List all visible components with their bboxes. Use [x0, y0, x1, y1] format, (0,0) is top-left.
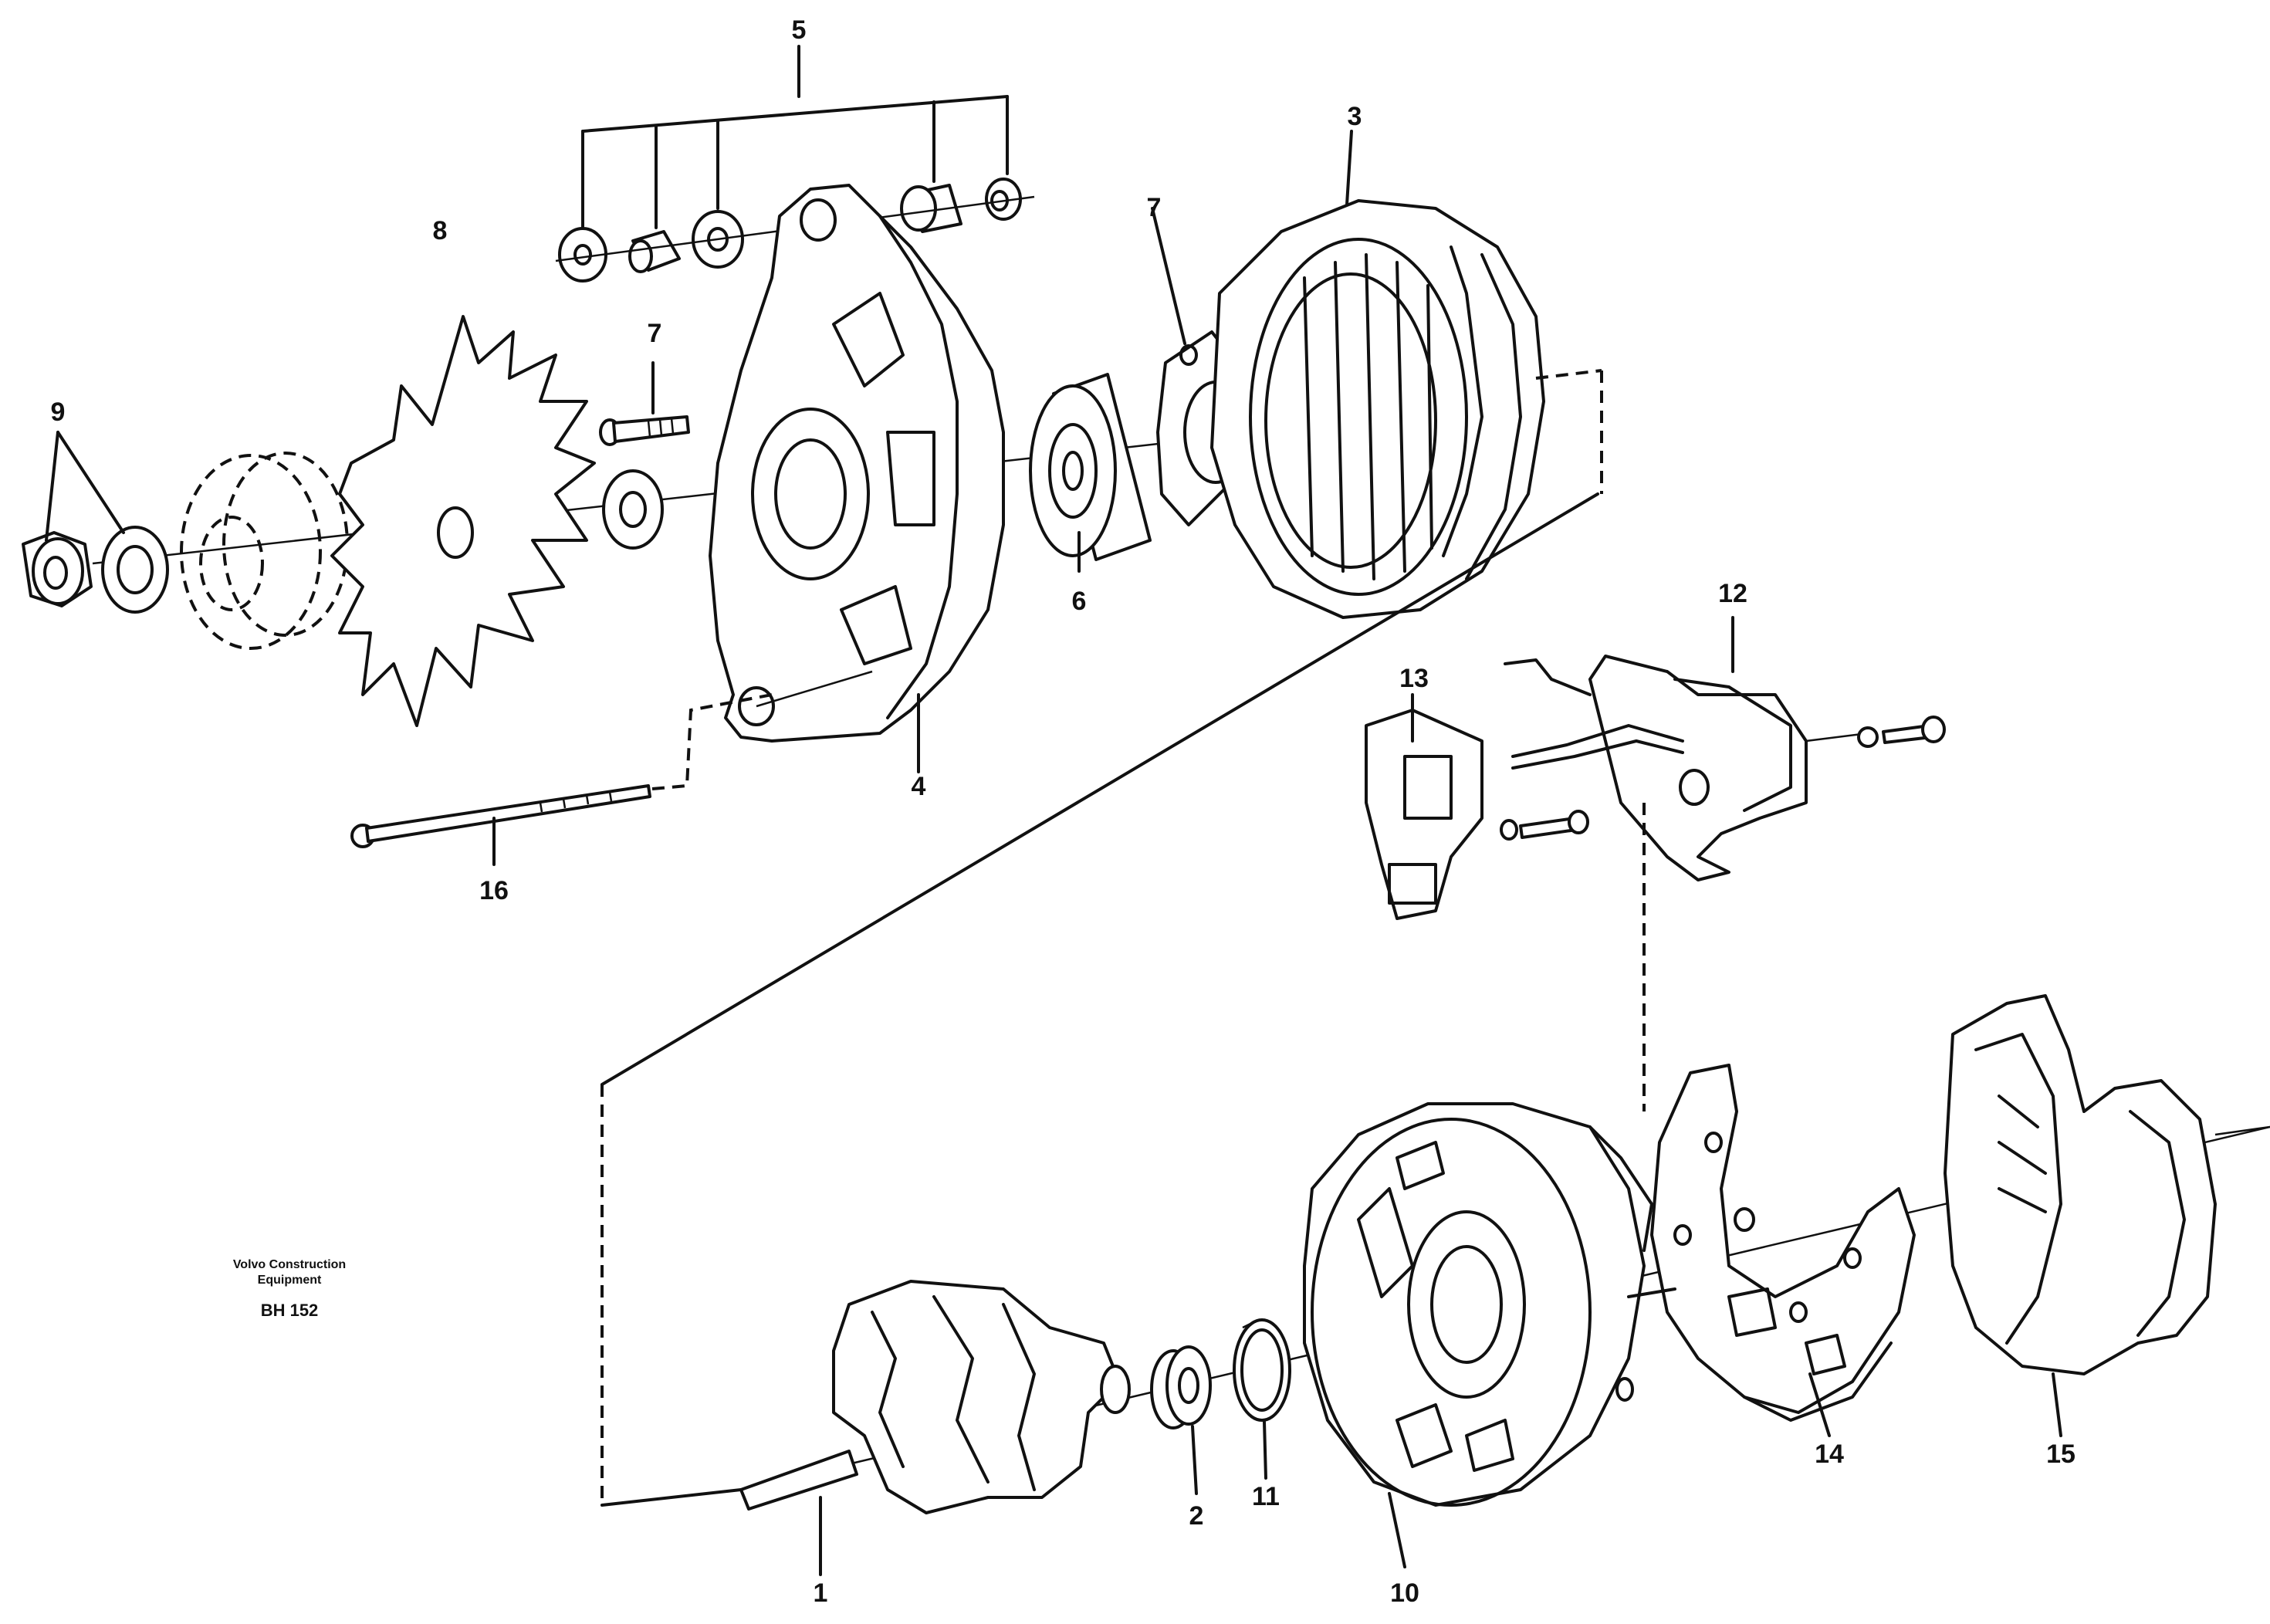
callout-12: 12: [1718, 579, 1747, 608]
part-11-snap-ring: [1233, 1318, 1291, 1422]
callout-numbers: 5 3 7 8 7 9 6 4 16 12 13 1 2 11 10 14 15: [51, 15, 2075, 1608]
part-16-through-bolt: [350, 693, 773, 848]
part-8-fan: [330, 315, 596, 727]
part-12-regulator: [1504, 655, 1946, 1111]
callout-13: 13: [1399, 664, 1429, 693]
callout-6: 6: [1072, 587, 1087, 616]
pulley-phantom: [180, 452, 349, 650]
callout-8: 8: [433, 216, 448, 245]
spacer-washer: [602, 469, 664, 550]
callout-1: 1: [814, 1578, 828, 1608]
part-9-nut-and-washer: [22, 526, 169, 614]
callout-9: 9: [51, 398, 66, 427]
callout-7-right: 7: [1147, 193, 1162, 222]
callout-15: 15: [2046, 1440, 2075, 1469]
callout-10: 10: [1390, 1578, 1419, 1608]
company-name-line2: Equipment: [258, 1274, 322, 1287]
leader-lines: [45, 130, 2062, 1576]
callout-5-bracket: [581, 45, 1009, 229]
part-3-stator: [1210, 199, 1603, 619]
part-6-bearing: [1029, 373, 1152, 561]
assembly-reference-line: [600, 492, 1599, 1507]
part-15-cover: [1944, 994, 2270, 1375]
part-14-rectifier: [1627, 1064, 1916, 1422]
company-name-line1: Volvo Construction: [233, 1258, 346, 1271]
figure-code: BH 152: [261, 1301, 319, 1320]
part-10-slip-ring-end-shield: [1303, 1102, 1653, 1507]
part-13-brush-holder: [1365, 709, 1589, 920]
callout-11: 11: [1252, 1482, 1280, 1511]
callout-4: 4: [912, 772, 926, 801]
callout-2: 2: [1189, 1501, 1204, 1531]
part-4-drive-end-shield: [709, 184, 1005, 743]
callout-3: 3: [1348, 102, 1362, 131]
caption-block: Volvo Construction Equipment BH 152: [233, 1258, 346, 1320]
callout-5: 5: [792, 15, 807, 45]
callout-14: 14: [1815, 1440, 1844, 1469]
part-5-bushing-set: [555, 178, 1035, 283]
callout-7-left: 7: [648, 319, 662, 348]
callout-16: 16: [479, 876, 509, 905]
part-7-bolt: [599, 415, 690, 446]
part-2-bearing: [1150, 1345, 1212, 1429]
part-1-rotor: [739, 1280, 1131, 1514]
